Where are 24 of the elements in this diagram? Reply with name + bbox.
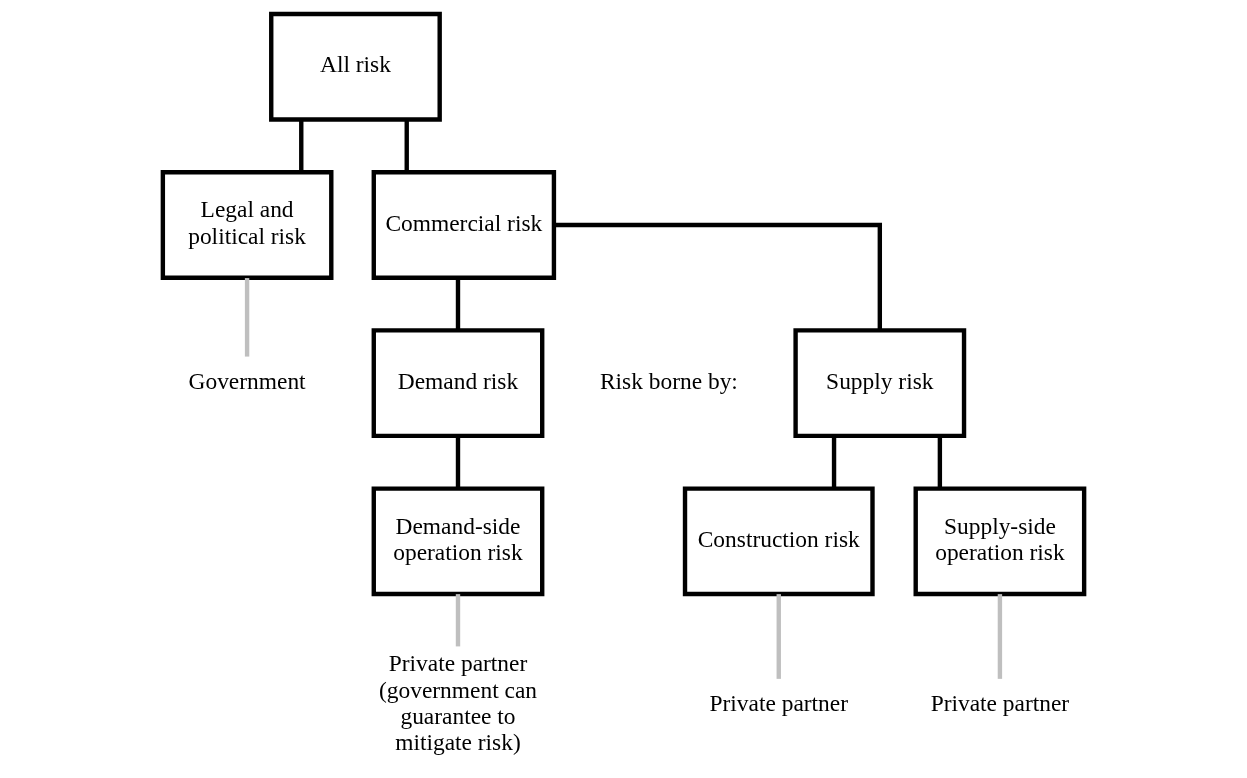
- connector: [776, 594, 781, 679]
- node-box: Legal and political risk: [160, 170, 334, 280]
- connector: [554, 222, 882, 331]
- node-box: All risk: [269, 11, 442, 122]
- node-text: Private partner: [709, 689, 849, 716]
- node-box: Commercial risk: [371, 170, 557, 280]
- connector: [455, 436, 461, 489]
- connector: [997, 594, 1003, 679]
- connector: [244, 278, 250, 357]
- node-text: Private partner: [930, 689, 1070, 716]
- node-box: Demand-side operation risk: [371, 486, 545, 597]
- connector: [831, 436, 837, 489]
- node-box: Demand risk: [371, 328, 545, 439]
- node-box: Supply-side operation risk: [913, 486, 1087, 597]
- node-box: Supply risk: [793, 328, 967, 439]
- connector: [937, 436, 943, 489]
- node-box: Construction risk: [682, 486, 875, 597]
- connector: [455, 278, 461, 330]
- connector: [299, 119, 304, 172]
- connector: [404, 119, 409, 172]
- node-text: Private partner (government can guarantee to mitigate risk): [378, 650, 538, 756]
- node-text: Government: [188, 367, 306, 394]
- label: Risk borne by:: [599, 367, 738, 394]
- connector: [455, 594, 461, 647]
